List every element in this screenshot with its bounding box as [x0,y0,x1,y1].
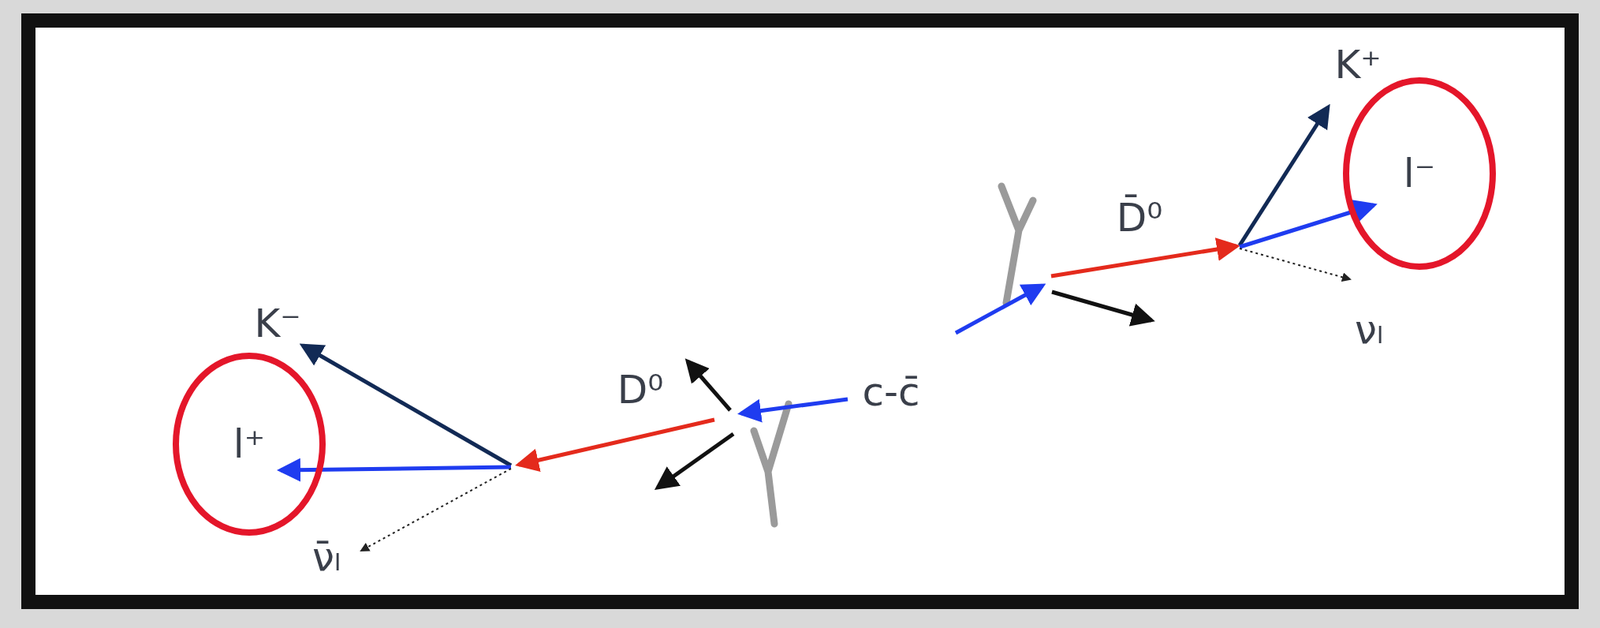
jet-symbol [753,186,1034,524]
lepton-circle: l⁻ [1342,77,1496,270]
particle-label: D̄⁰ [1116,197,1164,238]
particle-label: νₗ [1354,309,1384,350]
ellipse-outline [175,355,323,533]
particle-label: ν̄ₗ [312,537,341,577]
meson-arrow [1051,246,1237,276]
fragment-arrow [687,361,731,411]
particle-label: K⁺ [1334,44,1381,85]
meson-arrow [518,419,715,465]
particle-label: K⁻ [253,303,301,344]
neutrino-line [1239,248,1351,280]
particle-label: D⁰ [617,369,664,410]
quark-arrow [955,285,1043,333]
quark-arrow [741,399,848,414]
particle-label: c-c̄ [861,372,920,412]
kaon-arrow [302,345,511,466]
fragment-arrow [657,433,734,488]
ellipse-outline [1346,80,1493,267]
lepton-arrow [280,466,511,470]
particle-label: l⁻ [1403,153,1436,194]
fragment-arrow [1051,291,1152,321]
lepton-circle: l⁺ [172,352,326,536]
frame [28,20,1572,602]
neutrino-line [361,468,511,551]
particle-label: l⁺ [233,424,265,464]
